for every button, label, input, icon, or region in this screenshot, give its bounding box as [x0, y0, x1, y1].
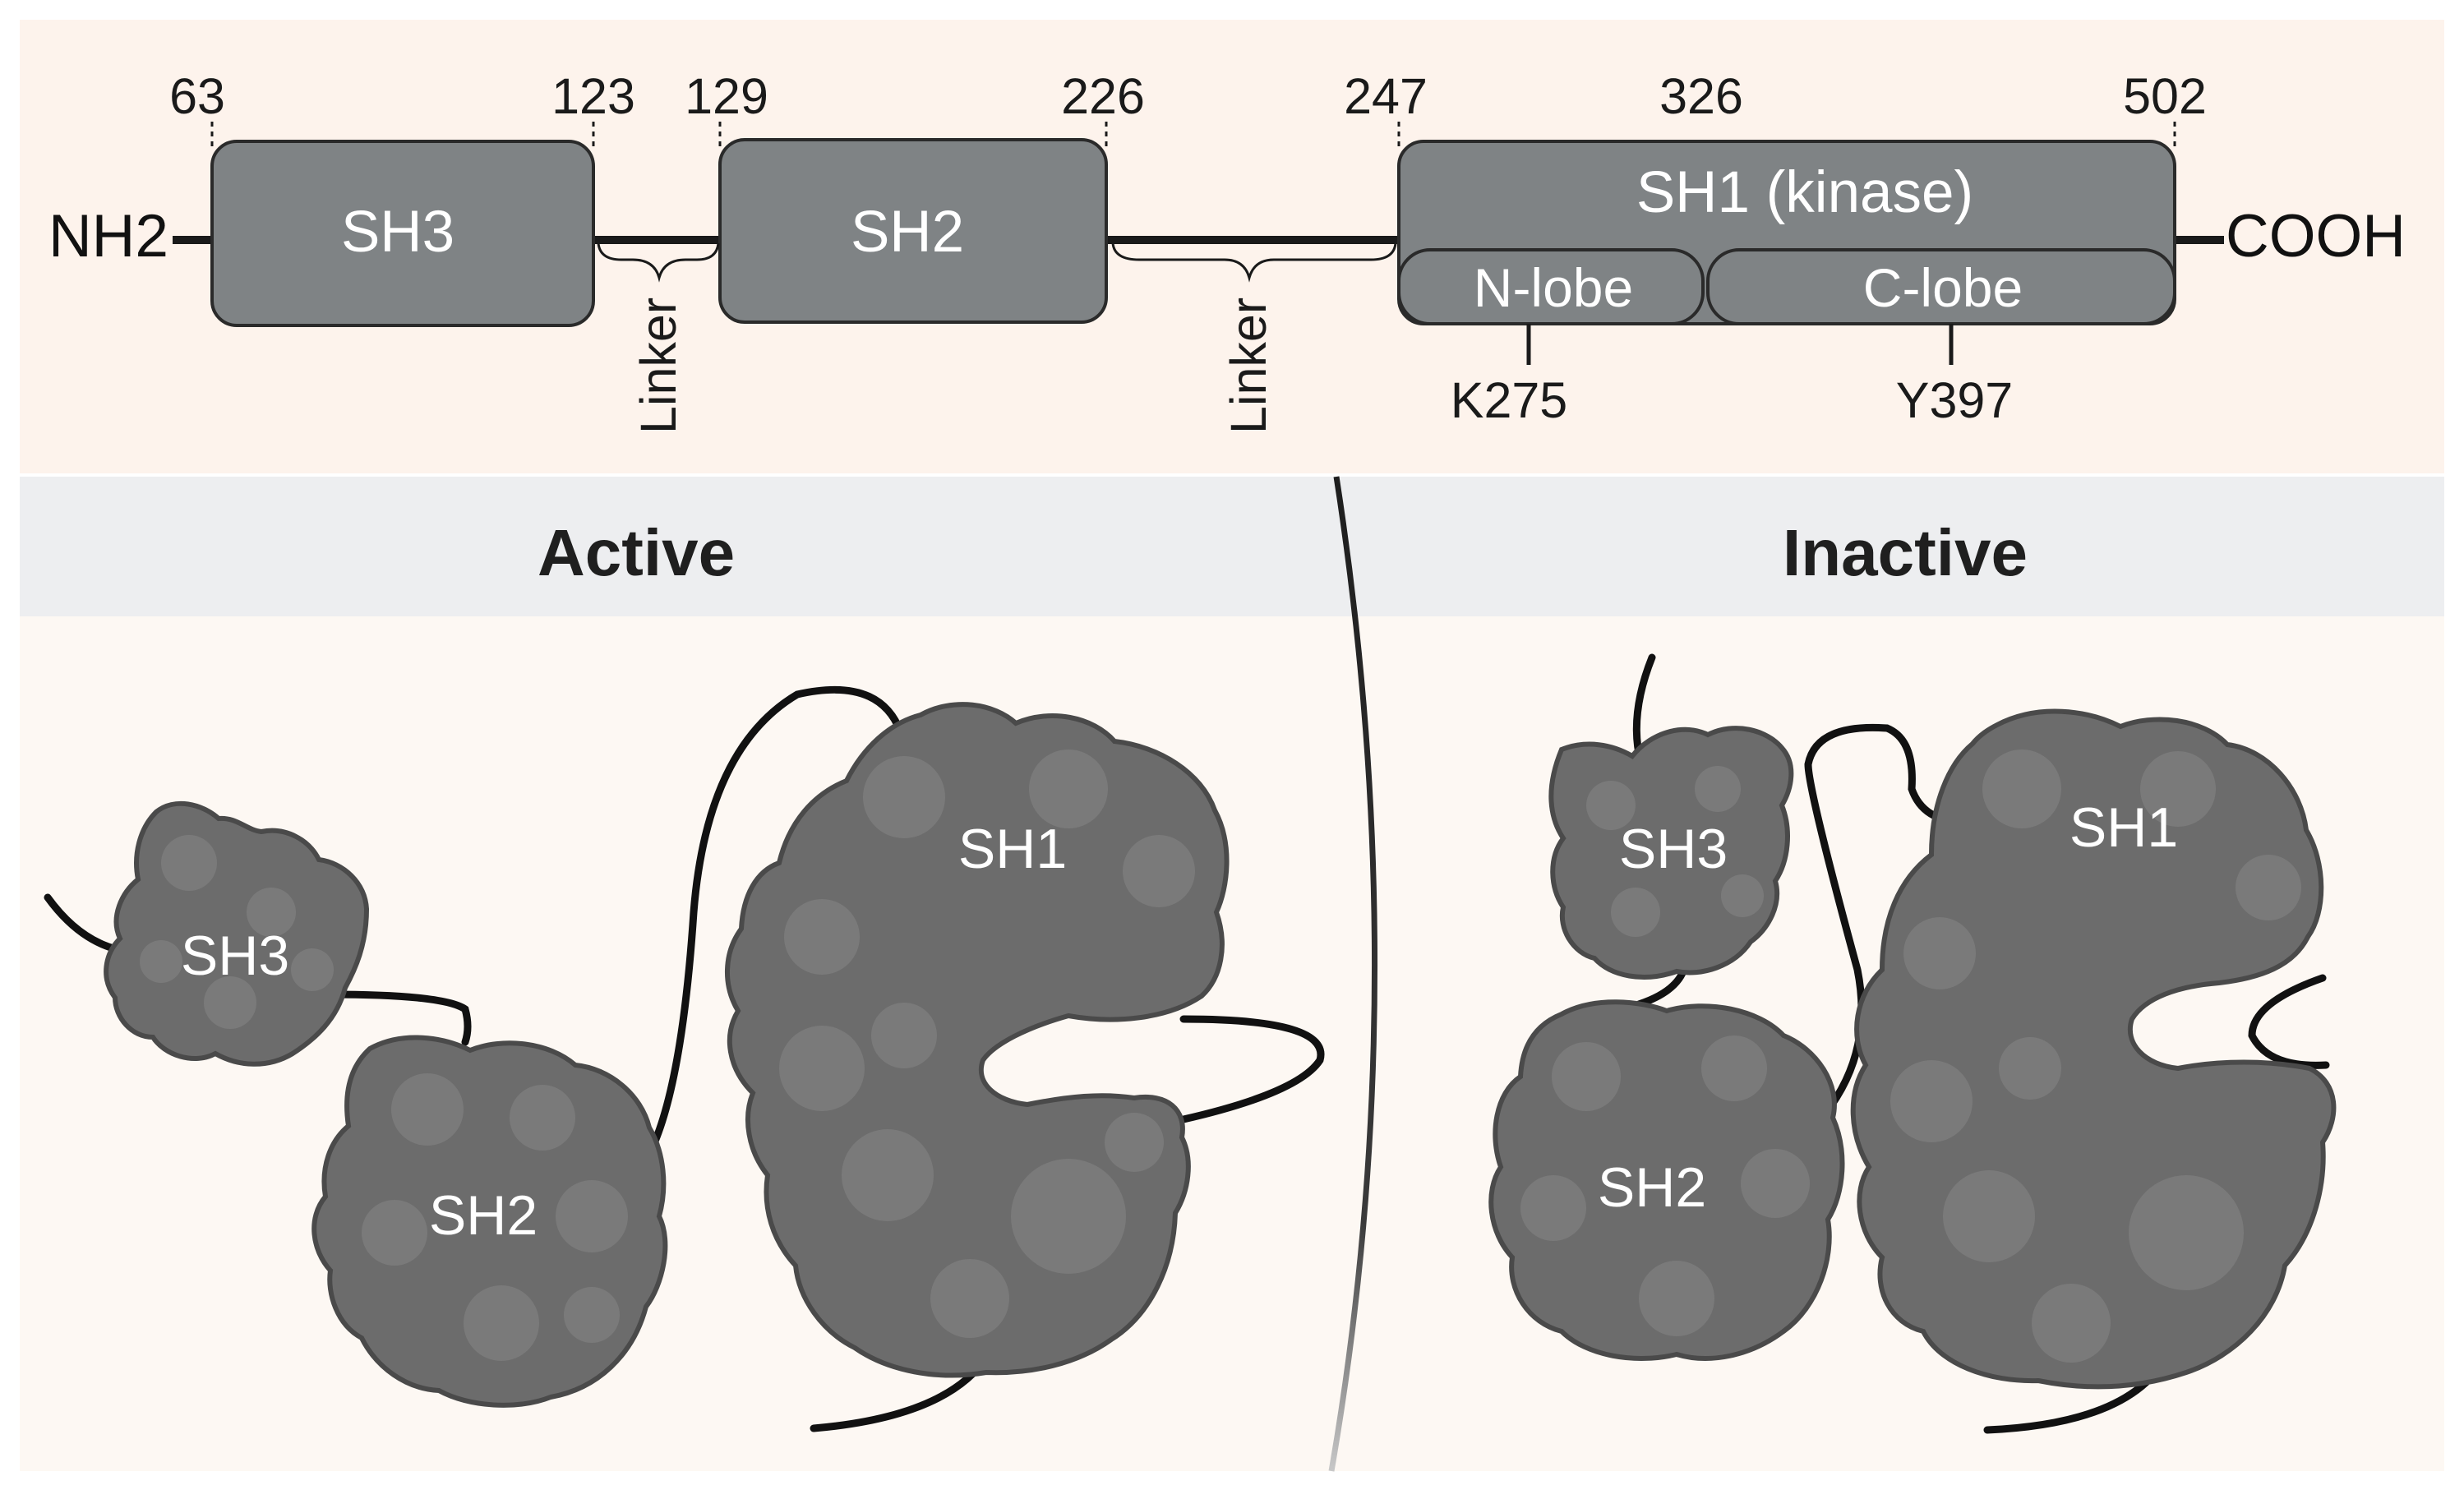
position-129: 129	[685, 68, 768, 124]
active-sh3-texture	[140, 835, 334, 1029]
n-lobe-box	[1397, 248, 1705, 325]
inactive-conformation: SH3 SH2 SH1	[1488, 653, 2337, 1434]
domain-map: 63 123 129 226 247 326 502 NH2 COOH SH3 …	[48, 68, 2406, 434]
position-247: 247	[1344, 68, 1428, 124]
state-header-band	[20, 477, 2444, 616]
active-state-title: Active	[538, 516, 735, 589]
n-lobe-label: N-lobe	[1474, 257, 1633, 318]
n-terminus-label: NH2	[48, 203, 168, 270]
position-326: 326	[1659, 68, 1743, 124]
sh3-domain-label: SH3	[341, 200, 455, 265]
linker-1-label: Linker	[630, 297, 686, 434]
sh2-domain-box	[718, 138, 1108, 324]
linker-2-brace	[1111, 242, 1397, 283]
sh2-domain-label: SH2	[851, 200, 964, 265]
y397-label: Y397	[1896, 372, 2013, 428]
position-tick-lines	[210, 122, 2176, 146]
active-sh2-label: SH2	[429, 1184, 538, 1247]
active-sh1-label: SH1	[958, 818, 1067, 880]
linker-1-brace	[597, 242, 720, 283]
active-conformation: SH3 SH2 SH1	[44, 685, 1325, 1432]
inactive-sh1-texture	[1890, 750, 2301, 1363]
position-226: 226	[1061, 68, 1145, 124]
c-lobe-label: C-lobe	[1863, 257, 2023, 318]
inactive-sh3-texture	[1586, 766, 1764, 937]
active-sh2-texture	[362, 1073, 628, 1361]
active-sh1-texture	[779, 750, 1195, 1338]
k275-label: K275	[1451, 372, 1567, 428]
c-lobe-box	[1706, 248, 2176, 325]
inactive-sh2-label: SH2	[1598, 1156, 1706, 1219]
sh1-kinase-domain-label: SH1 (kinase)	[1636, 160, 1973, 225]
linker-2-label: Linker	[1220, 297, 1276, 434]
position-502: 502	[2123, 68, 2207, 124]
active-sh3-label: SH3	[181, 925, 289, 987]
inactive-sh3-label: SH3	[1619, 818, 1728, 880]
c-terminus-label: COOH	[2226, 203, 2406, 270]
inactive-sh2-texture	[1520, 1035, 1810, 1336]
position-123: 123	[551, 68, 635, 124]
sh3-domain-box	[210, 140, 595, 327]
inactive-state-title: Inactive	[1783, 516, 2028, 589]
position-63: 63	[169, 68, 225, 124]
inactive-sh1-label: SH1	[2069, 796, 2178, 859]
active-linker-strands	[44, 685, 1325, 1432]
panel-divider	[1328, 476, 1378, 1472]
